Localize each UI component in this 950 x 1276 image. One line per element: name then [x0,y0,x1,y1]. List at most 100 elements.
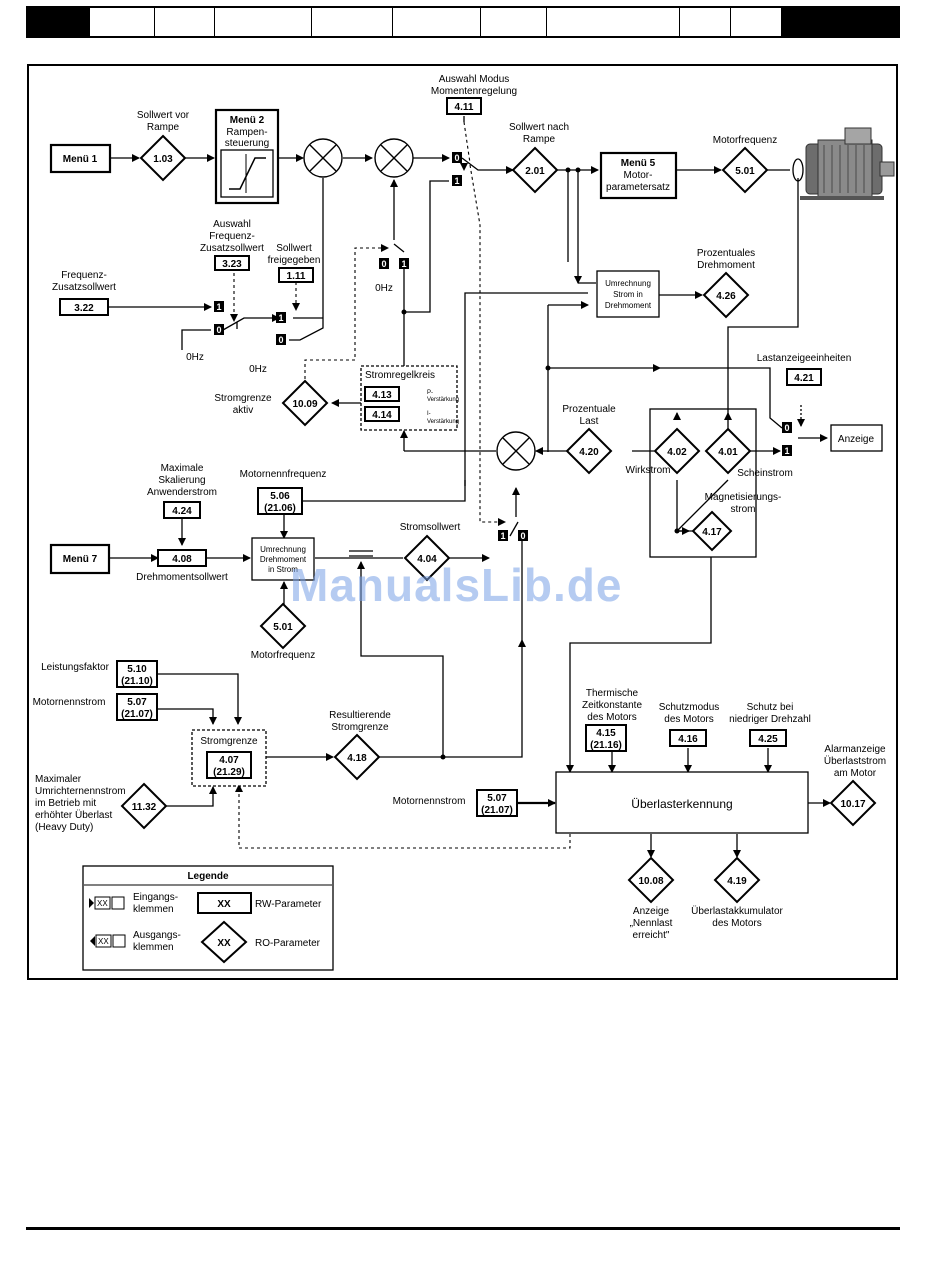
selector-value: 1 [454,176,459,186]
selector-terminal-one: 1 [276,312,286,323]
summing-junctions [303,138,536,471]
p-gain-line2: Verstärkung [427,397,459,403]
param-diamond-p402: 4.02 [653,427,701,475]
selector-value: 1 [401,259,406,269]
summing-junction-2 [374,138,414,178]
current-loop-title: Stromregelkreis [365,370,435,381]
label-drehmomentsollwert: Drehmomentsollwert [136,572,228,583]
header-tab [680,8,732,36]
param-value: 4.07 [219,755,239,766]
label-magnet: Magnetisierungs- [705,492,782,503]
param-diamond-p426: 4.26 [702,271,750,319]
param-value: 5.01 [273,622,293,633]
label-alarm-3: am Motor [834,768,877,779]
label-motorfrequenz-2: Motorfrequenz [251,650,315,661]
param-diamond-p1017: 10.17 [829,779,877,827]
label-anzeige-nenn-2: „Nennlast [630,918,673,929]
selector-terminal-zero: 0 [379,258,389,269]
param-value: 2.01 [525,166,545,177]
param-value: 10.08 [638,876,663,887]
label-sollwert-freigegeben: Sollwert [276,243,312,254]
param-value: 4.02 [667,447,687,458]
param-box-p421: 4.21 [786,368,822,386]
label-sollwert-vor-2: Rampe [147,122,180,133]
label-schutz-bei: Schutz bei [747,702,794,713]
selector-value: 0 [520,531,525,541]
current-limit-title: Stromgrenze [200,736,258,747]
selector-value: 0 [454,153,459,163]
label-scheinstrom: Scheinstrom [737,468,793,479]
label-wirkstrom: Wirkstrom [626,465,671,476]
signal-lines [108,116,831,858]
param-diamond-p1009: 10.09 [281,379,329,427]
header-tab [547,8,680,36]
label-thermische: Thermische [586,688,639,699]
legend-xx-rw: XX [217,899,231,910]
selector-terminal-zero: 0 [214,324,224,335]
param-box-p111: 1.11 [278,267,314,283]
param-value-alt: (21.10) [121,676,153,687]
summing-junction-3 [496,431,536,471]
selector-terminal-one: 1 [452,175,462,186]
label-sollwert-freigegeben-2: freigegeben [268,255,321,266]
param-value: 4.26 [716,291,736,302]
label-auswahl-frequenz-3: Zusatzsollwert [200,243,264,254]
conv1-line3: Drehmoment [605,301,652,310]
param-diamond-p103: 1.03 [139,134,187,182]
label-max-umr: Maximaler [35,774,82,785]
label-stromgrenze-aktiv: Stromgrenze [214,393,272,404]
i-gain-line2: Verstärkung [427,419,459,425]
selector-terminal-one: 1 [782,445,792,456]
label-sollwert-nach-2: Rampe [523,134,556,145]
menu2-line2: steuerung [225,138,269,149]
param-box-p506: 5.06(21.06) [257,487,303,515]
label-alarm: Alarmanzeige [824,744,886,755]
selector-value: 1 [500,531,505,541]
param-diamond-p211: 2.01 [511,146,559,194]
header-tabs [90,8,782,36]
selector-terminal-zero: 0 [276,334,286,345]
header-tab [481,8,547,36]
label-motornennstrom-2: Motornennstrom [393,796,466,807]
diagram-frame [27,64,898,980]
dashed-boxes [191,365,458,787]
label-max-umr-4: erhöhter Überlast [35,809,112,821]
param-diamond-p501b: 5.01 [259,602,307,650]
header-tab [731,8,782,36]
label-stromsollwert: Stromsollwert [400,522,461,533]
parameter-layer: 4.113.231.113.224.214.134.144.244.085.06… [59,97,877,904]
dashed-arrowheads [230,163,506,792]
label-ueberlastakk: Überlastakkumulator [691,905,783,917]
param-value: 4.08 [172,554,192,565]
legend-in-2: klemmen [133,904,174,915]
header-tab [393,8,482,36]
dashed-lines [233,121,571,849]
selector-value: 0 [784,423,789,433]
param-value: 4.13 [372,390,392,401]
label-magnet-2: strom [731,504,756,515]
header-tab [155,8,216,36]
ramp-icon [229,157,266,190]
conv1-line1: Umrechnung [605,279,651,288]
footer-rule [26,1227,900,1230]
param-box-p323: 3.23 [214,255,250,271]
param-value: 4.20 [579,447,599,458]
param-value: 3.22 [74,303,94,314]
legend-symbols [89,892,252,964]
zero-hz-1: 0Hz [375,283,393,294]
label-schutzmodus: Schutzmodus [659,702,720,713]
legend-xx-out: XX [98,937,109,946]
label-auswahl-modus-2: Momentenregelung [431,86,517,97]
menu1-label: Menü 1 [63,154,98,165]
param-box-p510: 5.10(21.10) [116,660,158,688]
label-max-skal-3: Anwenderstrom [147,487,217,498]
header-tab [215,8,313,36]
param-diamond-p1008: 10.08 [627,856,675,904]
conv1-line2: Strom in [613,290,643,299]
legend-out-2: klemmen [133,942,174,953]
param-diamond-p501a: 5.01 [721,146,769,194]
header-tab [312,8,393,36]
label-thermische-3: des Motors [587,712,636,723]
zero-hz-3: 0Hz [249,364,267,375]
